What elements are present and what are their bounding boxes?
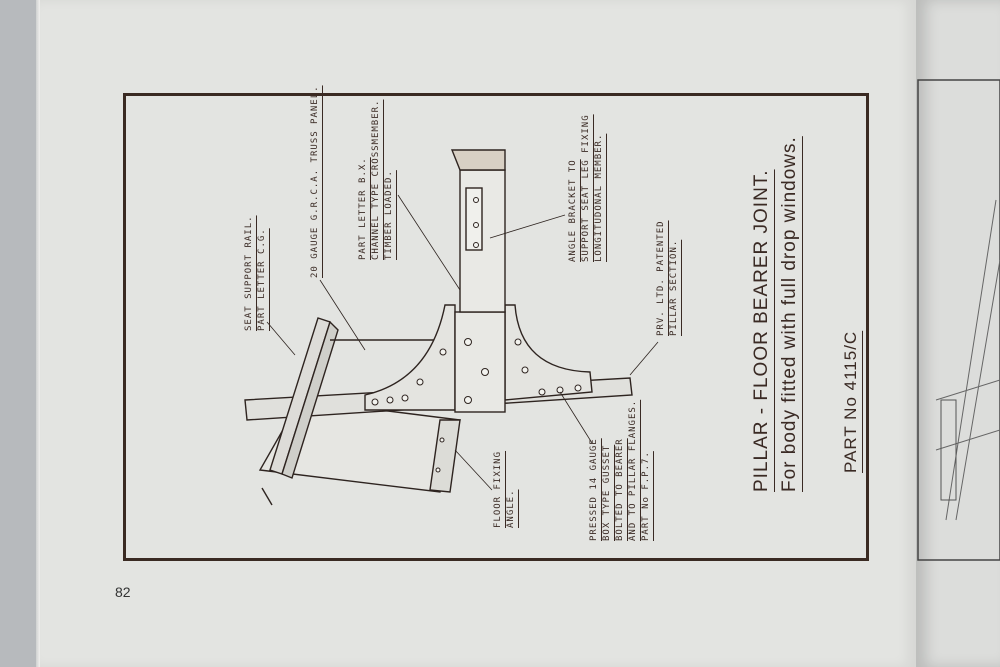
right-page [916,0,1000,667]
label-line: PILLAR SECTION. [669,239,679,336]
drawing-frame [123,93,869,561]
label-line: BOX TYPE GUSSET [602,444,612,541]
label-gusset: PRESSED 14 GAUGE BOX TYPE GUSSET BOLTED … [588,399,653,541]
label-line: FLOOR FIXING [493,450,503,528]
label-line: BOLTED TO BEARER [615,438,625,541]
part-number-text: PART No 4115/C [841,330,860,473]
label-seat-support-rail: SEAT SUPPORT RAIL. PART LETTER C.G. [243,215,269,331]
label-angle-bracket: ANGLE BRACKET TO SUPPORT SEAT LEG FIXING… [567,114,606,262]
label-line: PRESSED 14 GAUGE [589,438,599,541]
label-crossmember: PART LETTER B.X. CHANNEL TYPE CROSSMEMBE… [357,99,396,260]
label-line: TIMBER LOADED. [384,170,394,260]
label-truss-panel: 20 GAUGE G.R.C.A. TRUSS PANEL. [309,85,322,278]
right-page-drawing [917,79,1000,561]
label-line: PRV. LTD. PATENTED [656,220,666,336]
label-line: PART LETTER B.X. [358,157,368,260]
label-line: PART No F.P.7. [641,451,651,541]
label-line: LONGITUDONAL MEMBER. [594,133,604,262]
label-line: ANGLE. [506,489,516,528]
part-number: PART No 4115/C [840,155,862,473]
drawing-title: PILLAR - FLOOR BEARER JOINT. For body fi… [748,136,804,492]
label-line: ANGLE BRACKET TO [568,159,578,262]
label-line: SEAT SUPPORT RAIL. [244,215,254,331]
label-floor-fixing-angle: FLOOR FIXING ANGLE. [492,450,518,528]
subtitle-line: For body fitted with full drop windows. [779,136,800,492]
label-line: SUPPORT SEAT LEG FIXING [581,114,591,262]
label-pillar-section: PRV. LTD. PATENTED PILLAR SECTION. [655,220,681,336]
label-line: AND TO PILLAR FLANGES. [628,399,638,541]
page-number: 82 [115,584,131,600]
title-line: PILLAR - FLOOR BEARER JOINT. [751,169,772,492]
label-line: CHANNEL TYPE CROSSMEMBER. [371,99,381,260]
label-line: PART LETTER C.G. [257,228,267,331]
label-line: 20 GAUGE G.R.C.A. TRUSS PANEL. [310,85,320,278]
